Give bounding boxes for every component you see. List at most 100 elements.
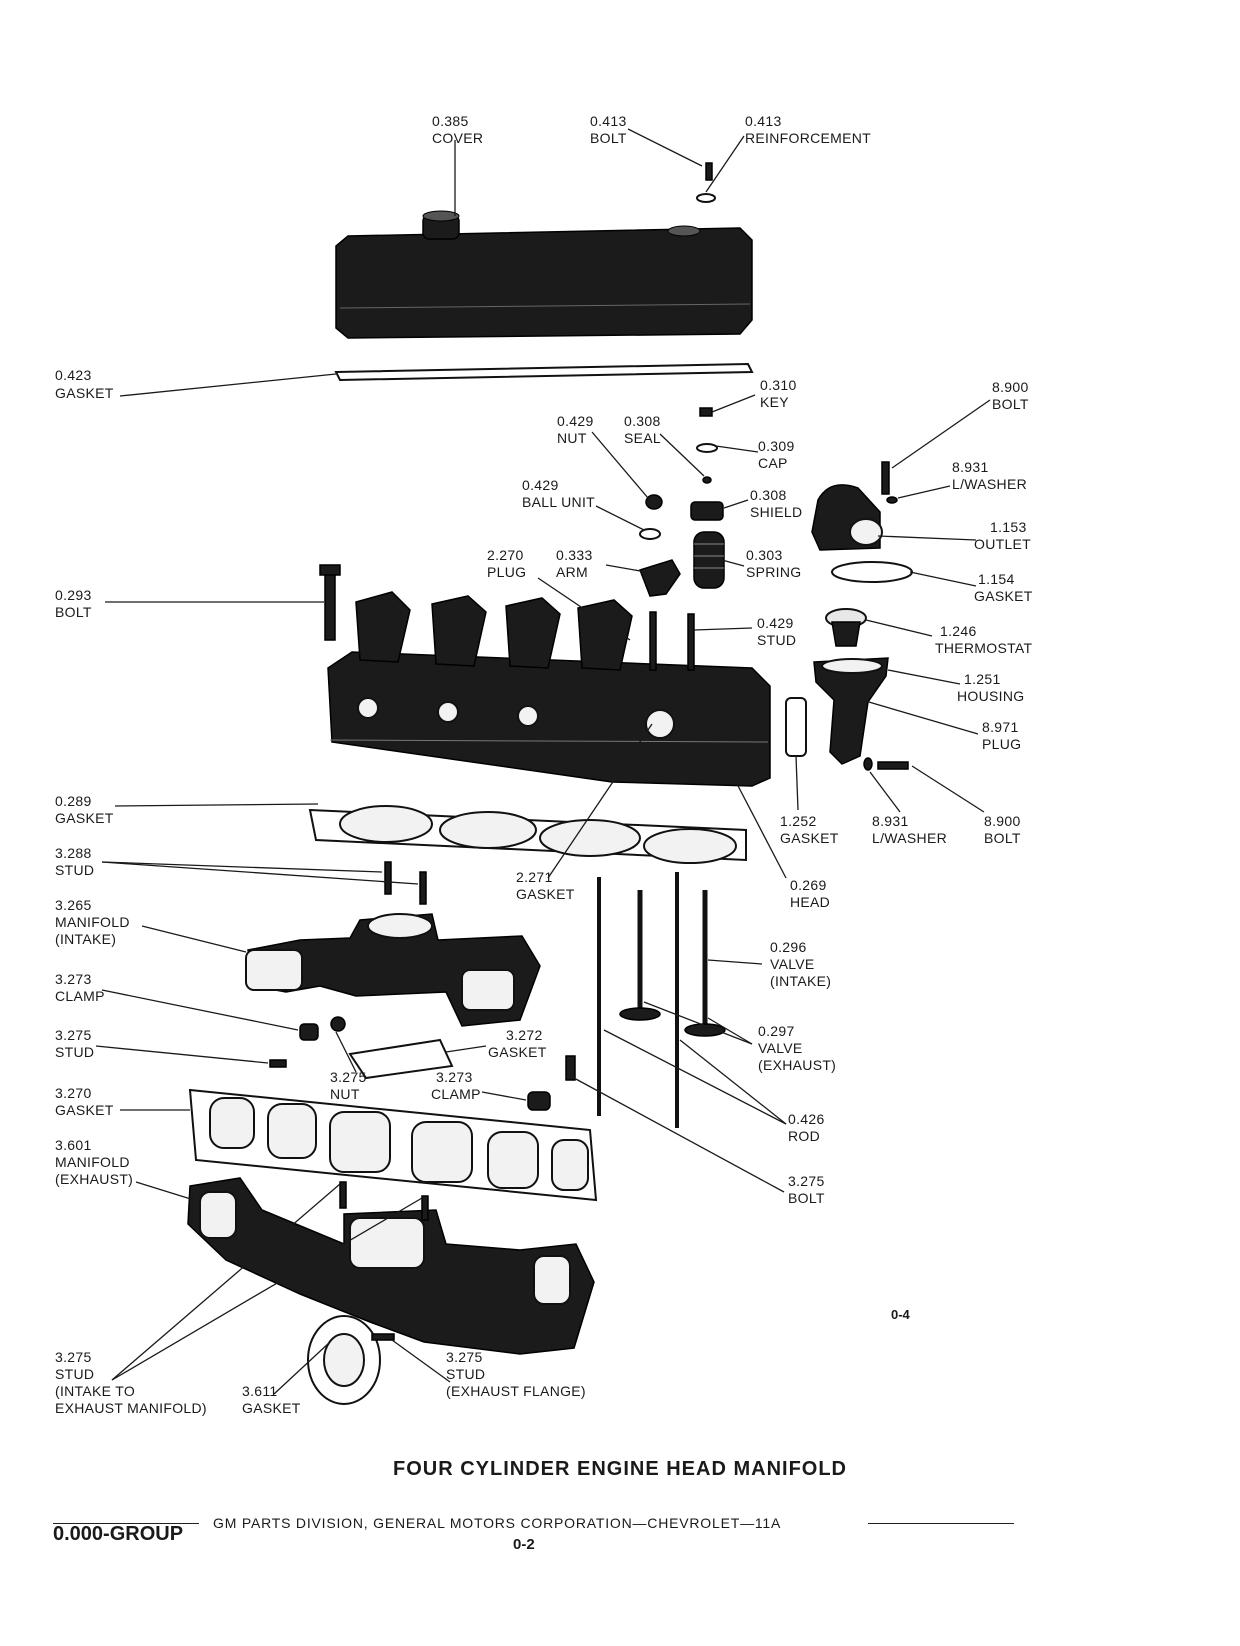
label-name: MANIFOLD — [55, 914, 130, 930]
label-num: 3.265 — [55, 897, 92, 913]
label-num: 3.611 — [242, 1383, 278, 1399]
label-name: REINFORCEMENT — [745, 130, 871, 146]
label-name: PLUG — [487, 564, 526, 580]
label-name: ARM — [556, 564, 588, 580]
label-name: BOLT — [992, 396, 1029, 412]
label-num: 8.971 — [982, 719, 1019, 735]
label-name-2: (INTAKE) — [55, 931, 116, 947]
label-name-2: (INTAKE TO — [55, 1383, 135, 1399]
label-num: 0.413 — [745, 113, 782, 129]
leader-lines — [95, 128, 991, 1395]
label-name-2: (EXHAUST FLANGE) — [446, 1383, 586, 1399]
ball-unit-illustration — [639, 528, 661, 540]
label-num: 0.426 — [788, 1111, 825, 1127]
label-num: 0.303 — [746, 547, 783, 563]
label-name-2: (INTAKE) — [770, 973, 831, 989]
valve-spring-illustration — [693, 531, 725, 589]
label-name: GASKET — [55, 810, 114, 826]
label-name: GASKET — [974, 588, 1033, 604]
manifold-gasket-illustration — [188, 1088, 598, 1202]
label-name: HEAD — [790, 894, 830, 910]
label-num: 3.273 — [55, 971, 92, 987]
seal-illustration — [702, 476, 712, 484]
label-num: 0.413 — [590, 113, 627, 129]
label-num: 0.309 — [758, 438, 795, 454]
intake-stud-illustration-2 — [419, 871, 427, 905]
intake-stud-illustration — [384, 861, 392, 895]
label-name: GASKET — [55, 385, 114, 401]
label-name: SHIELD — [750, 504, 802, 520]
label-num: 3.270 — [55, 1085, 92, 1101]
manifold-gasket-small-illustration — [348, 1038, 454, 1080]
label-num: 8.931 — [952, 459, 989, 475]
footer-rule-left — [53, 1523, 199, 1524]
label-num: 1.153 — [990, 519, 1027, 535]
cylinder-head-illustration — [327, 591, 771, 787]
label-num: 1.252 — [780, 813, 817, 829]
label-num: 0.429 — [757, 615, 794, 631]
label-num: 0.308 — [750, 487, 787, 503]
manifold-nut-illustration — [330, 1016, 346, 1032]
label-name: STUD — [55, 862, 94, 878]
label-num: 0.310 — [760, 377, 797, 393]
label-num: 3.275 — [446, 1349, 483, 1365]
label-name-2: (EXHAUST) — [758, 1057, 836, 1073]
label-name: CAP — [758, 455, 788, 471]
label-num: 1.246 — [940, 623, 977, 639]
part-labels: 0.385 COVER 0.413 BOLT 0.413 REINFORCEME… — [55, 113, 1033, 1416]
footer-publisher: GM PARTS DIVISION, GENERAL MOTORS CORPOR… — [213, 1515, 782, 1531]
label-num: 2.271 — [516, 869, 553, 885]
rocker-arm-illustration — [639, 559, 681, 597]
label-name: GASKET — [780, 830, 839, 846]
page-title: FOUR CYLINDER ENGINE HEAD MANIFOLD — [393, 1458, 847, 1480]
flange-stud-illustration — [371, 1333, 395, 1341]
label-num: 0.297 — [758, 1023, 795, 1039]
exhaust-valve-illustration — [619, 890, 661, 1021]
outlet-bolt-illustration — [881, 461, 890, 495]
cover-gasket-illustration — [334, 362, 754, 382]
label-name: ROD — [788, 1128, 820, 1144]
label-num: 8.900 — [992, 379, 1029, 395]
label-name-2: (EXHAUST) — [55, 1171, 133, 1187]
label-num: 1.154 — [978, 571, 1015, 587]
label-name: GASKET — [242, 1400, 301, 1416]
label-num: 2.270 — [487, 547, 524, 563]
label-name: CLAMP — [55, 988, 105, 1004]
label-name: L/WASHER — [872, 830, 947, 846]
outlet-gasket-illustration — [831, 561, 913, 583]
label-num: 0.429 — [557, 413, 594, 429]
label-name: BOLT — [590, 130, 627, 146]
label-num: 8.931 — [872, 813, 909, 829]
label-num: 1.251 — [964, 671, 1001, 687]
shield-illustration — [690, 501, 724, 521]
label-num: 3.288 — [55, 845, 92, 861]
outlet-washer-illustration — [886, 496, 898, 504]
label-name: BOLT — [55, 604, 92, 620]
label-name: THERMOSTAT — [935, 640, 1033, 656]
label-name: STUD — [55, 1044, 94, 1060]
label-num: 0.269 — [790, 877, 827, 893]
head-bolt-illustration — [324, 571, 336, 641]
label-name: KEY — [760, 394, 789, 410]
label-num: 0.289 — [55, 793, 92, 809]
clamp-illustration-2 — [527, 1091, 551, 1111]
key-illustration — [699, 407, 713, 417]
footer-rule-right — [868, 1523, 1014, 1524]
label-name: STUD — [757, 632, 796, 648]
label-name: BOLT — [788, 1190, 825, 1206]
label-num: 0.423 — [55, 367, 92, 383]
housing-illustration — [813, 657, 889, 765]
label-name: MANIFOLD — [55, 1154, 130, 1170]
label-name-3: EXHAUST MANIFOLD) — [55, 1400, 207, 1416]
label-num: 8.900 — [984, 813, 1021, 829]
label-name: STUD — [446, 1366, 485, 1382]
label-name: OUTLET — [974, 536, 1031, 552]
label-name: BOLT — [984, 830, 1021, 846]
housing-washer-illustration — [863, 757, 873, 771]
label-name: NUT — [557, 430, 587, 446]
reinforcement-illustration — [696, 193, 716, 203]
label-name: SPRING — [746, 564, 801, 580]
cap-illustration — [696, 443, 718, 453]
label-name: STUD — [55, 1366, 94, 1382]
